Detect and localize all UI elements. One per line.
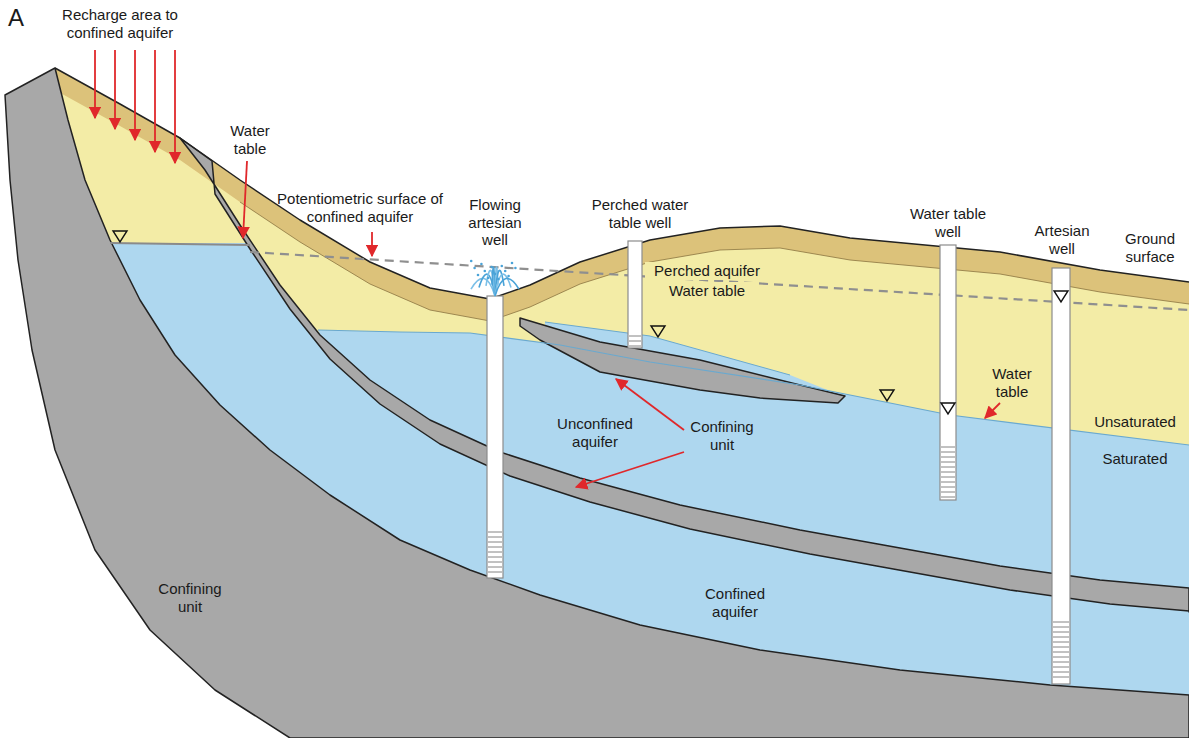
leader-label: Confining unit [682, 418, 762, 453]
confining-unit-base [5, 68, 1189, 738]
recharge-arrow [154, 50, 156, 152]
potentiometric-surface [250, 252, 1189, 310]
water-table-well [940, 245, 956, 500]
leader-label: Potentiometric surface of confined aquif… [270, 190, 450, 225]
leader-arrow [985, 403, 1000, 418]
fountain-spray [470, 260, 519, 296]
water-table-line-left [110, 243, 250, 245]
well-screen [1053, 622, 1069, 677]
water-table-symbol [941, 403, 955, 414]
region-label: Unconfined aquifer [548, 415, 642, 450]
leader-arrow [576, 452, 684, 487]
leader-label: Water table [981, 365, 1043, 400]
water-table-symbol [1054, 291, 1068, 302]
water-table-symbol [651, 326, 665, 337]
recharge-arrow [94, 50, 96, 118]
perched-well [628, 241, 642, 348]
panel-letter: A [8, 4, 38, 32]
region-label: Recharge area to confined aquifer [40, 6, 200, 41]
region-label: Perched aquifer [645, 262, 769, 280]
leader-arrow [371, 232, 373, 256]
well-label: Perched water table well [584, 196, 696, 231]
recharge-arrow [174, 50, 176, 163]
water-table-symbol [113, 231, 127, 242]
well-label: Water table well [902, 205, 994, 240]
zone-label: Unsaturated [1087, 413, 1183, 431]
well-screen [488, 532, 502, 572]
well-label: Flowing artesian well [458, 196, 532, 249]
perched-confining-lens [520, 318, 845, 403]
surface-label: Ground surface [1118, 230, 1182, 265]
well-screen [629, 336, 641, 346]
region-label: Confining unit [150, 580, 230, 615]
leader-label: Water table [218, 122, 282, 157]
well-screen [941, 447, 955, 497]
recharge-arrow [114, 50, 116, 129]
water-table-symbol [880, 390, 894, 401]
zone-label: Saturated [1087, 450, 1183, 468]
recharge-arrow [134, 50, 136, 140]
leader-arrow [243, 161, 247, 238]
well-label: Artesian well [1026, 222, 1098, 257]
ground-surface-line [55, 68, 1189, 299]
region-label: Water table [655, 282, 759, 300]
artesian-well [1052, 268, 1070, 684]
region-label: Confined aquifer [689, 585, 781, 620]
flowing-artesian-well [487, 296, 503, 578]
